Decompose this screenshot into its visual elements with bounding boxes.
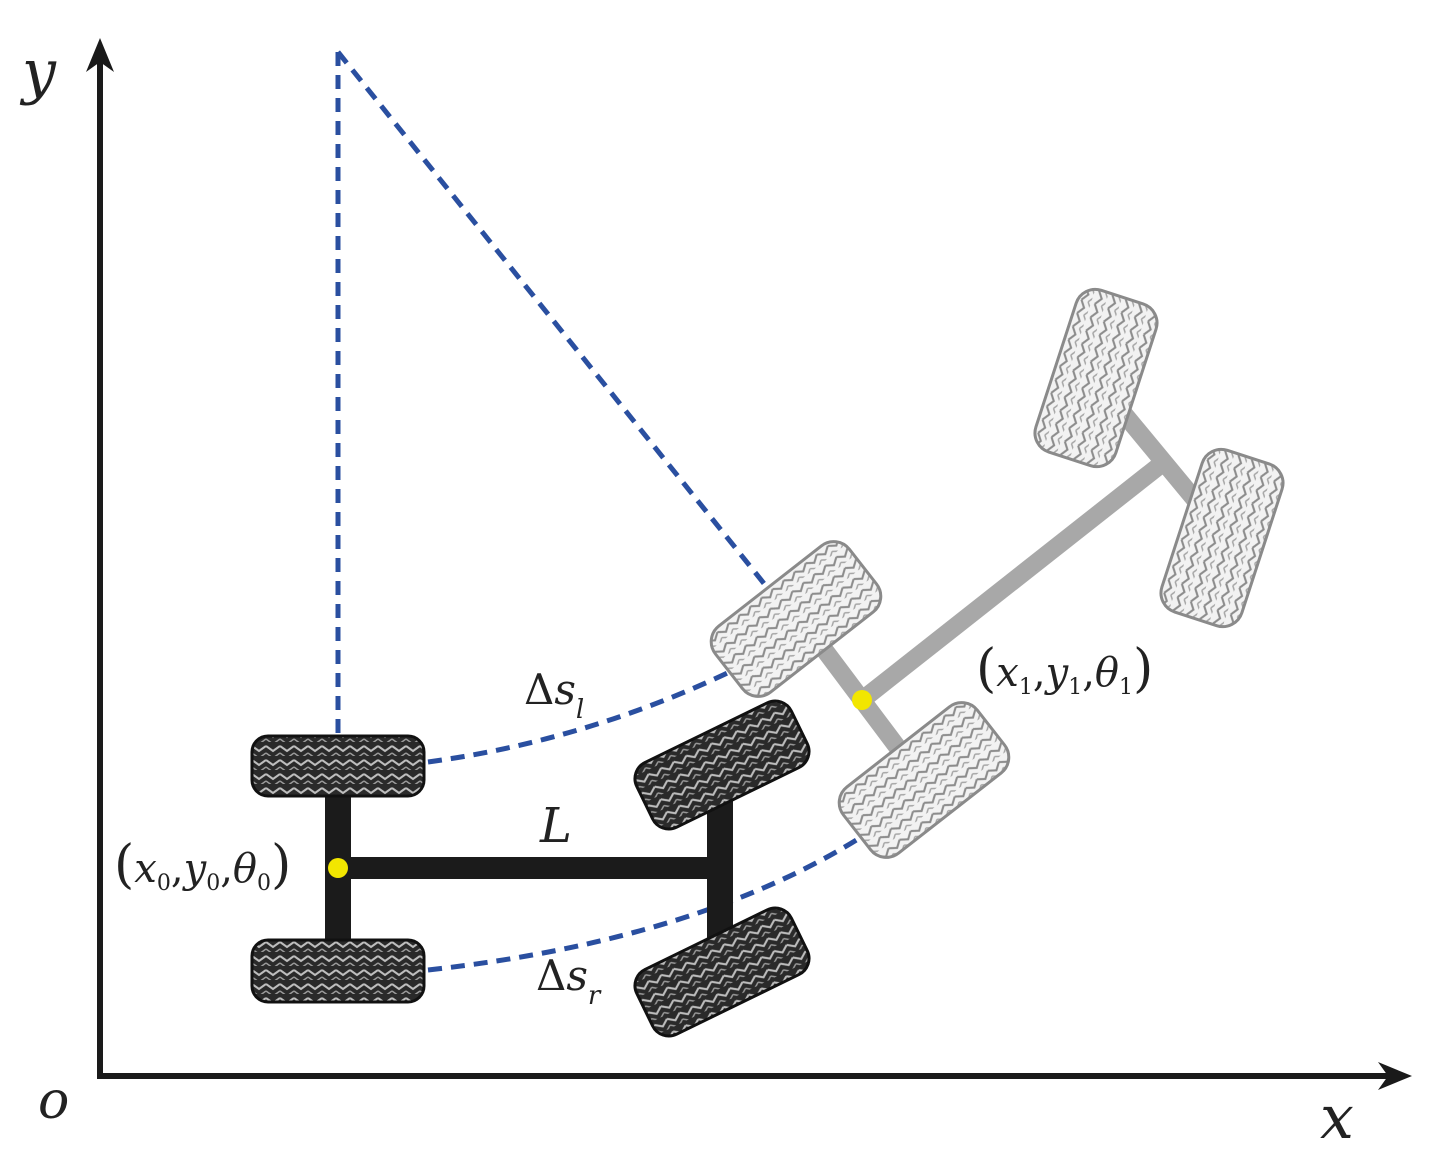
delta-s-right-s: s bbox=[566, 951, 588, 1000]
left-wheel-arc-path bbox=[427, 664, 742, 765]
robot-initial-pose bbox=[250, 699, 811, 1038]
initial-pose-sep-2: , bbox=[220, 846, 233, 892]
robot-final-pose bbox=[709, 287, 1285, 859]
origin-label: o bbox=[38, 1071, 69, 1131]
delta-s-left-label: Δsl bbox=[524, 665, 584, 725]
initial-pose-theta-sub: 0 bbox=[257, 871, 271, 896]
initial-pose-close-paren: ) bbox=[271, 835, 291, 895]
final-front-right-tire bbox=[1159, 447, 1285, 629]
y-axis-arrowhead bbox=[86, 38, 114, 72]
initial-pose-sep-1: , bbox=[171, 846, 184, 892]
y-axis-label: y bbox=[19, 37, 57, 107]
final-pose-sep-2: , bbox=[1082, 650, 1095, 696]
final-pose-close-paren: ) bbox=[1133, 639, 1153, 699]
final-pose-open-paren: ( bbox=[976, 639, 996, 699]
final-center-point bbox=[852, 690, 872, 710]
axes: y x o bbox=[19, 37, 1412, 1153]
initial-pose-x: x bbox=[134, 846, 157, 892]
delta-s-right-label: Δsr bbox=[536, 951, 602, 1011]
delta-s-left-s: s bbox=[554, 665, 576, 714]
final-pose-y: y bbox=[1044, 650, 1070, 696]
x-axis-arrowhead bbox=[1378, 1062, 1412, 1090]
initial-pose-y: y bbox=[182, 846, 208, 892]
rotation-construction bbox=[335, 50, 868, 973]
delta-s-right-subscript: r bbox=[588, 981, 602, 1011]
initial-front-left-tire bbox=[633, 699, 811, 831]
initial-pose-y-sub: 0 bbox=[206, 871, 220, 896]
final-chassis-bar bbox=[856, 454, 1170, 708]
final-pose-label: (x1,y1,θ1) bbox=[976, 639, 1153, 700]
final-pose-sep-1: , bbox=[1033, 650, 1046, 696]
wheelbase-label: L bbox=[539, 798, 572, 854]
radius-line-diagonal bbox=[336, 50, 776, 598]
final-pose-x: x bbox=[996, 650, 1019, 696]
final-pose-y-sub: 1 bbox=[1068, 675, 1082, 700]
delta-symbol-right: Δ bbox=[536, 951, 566, 1000]
final-rear-left-tire bbox=[709, 540, 883, 698]
final-pose-theta: θ bbox=[1095, 650, 1119, 696]
delta-s-left-subscript: l bbox=[576, 695, 584, 725]
initial-center-point bbox=[328, 858, 348, 878]
initial-rear-right-tire bbox=[250, 938, 426, 1004]
right-wheel-arc-path bbox=[427, 831, 868, 973]
initial-pose-open-paren: ( bbox=[114, 835, 134, 895]
final-pose-theta-sub: 1 bbox=[1119, 675, 1133, 700]
final-pose-x-sub: 1 bbox=[1019, 675, 1033, 700]
initial-pose-x-sub: 0 bbox=[157, 871, 171, 896]
delta-symbol-left: Δ bbox=[524, 665, 554, 714]
initial-pose-theta: θ bbox=[233, 846, 257, 892]
x-axis-label: x bbox=[1320, 1083, 1354, 1153]
final-rear-right-tire bbox=[837, 701, 1011, 859]
initial-pose-label: (x0,y0,θ0) bbox=[114, 835, 291, 896]
initial-rear-left-tire bbox=[250, 734, 426, 798]
initial-front-right-tire bbox=[633, 906, 811, 1038]
final-front-left-tire bbox=[1033, 287, 1159, 469]
